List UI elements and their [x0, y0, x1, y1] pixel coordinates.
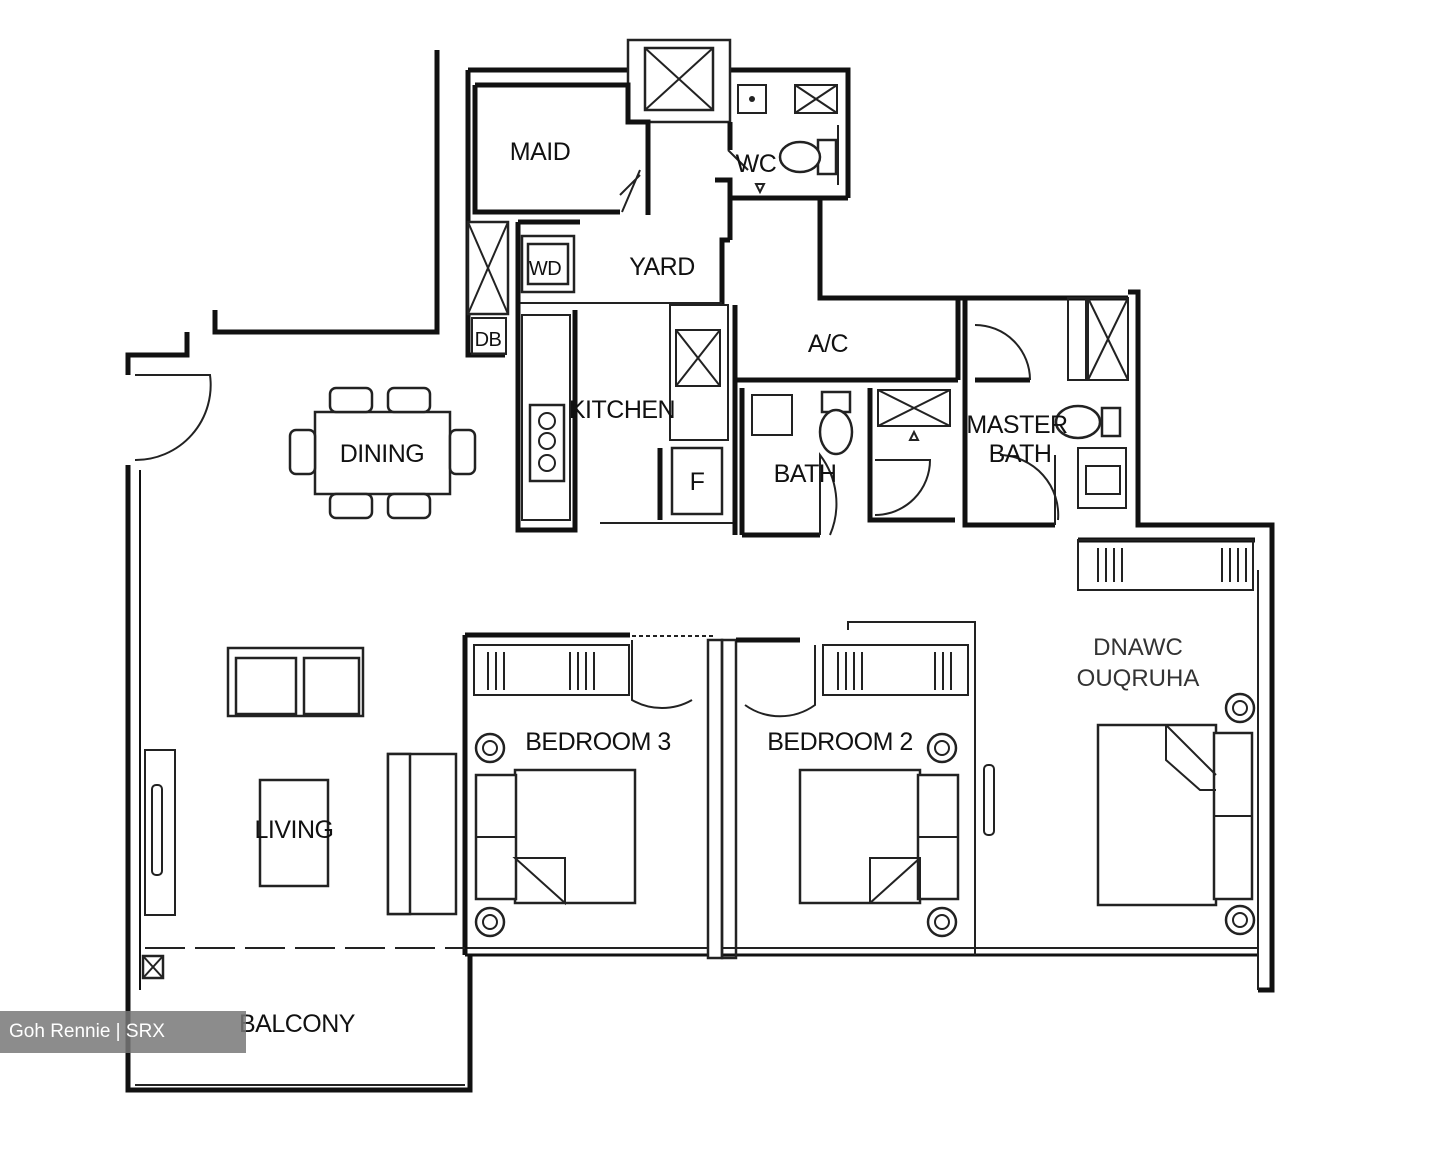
- yard-label: YARD: [629, 253, 695, 281]
- master-bath-label-2: BATH: [989, 440, 1052, 468]
- db-shaft: [466, 220, 510, 355]
- bedroom-3-label: BEDROOM 3: [525, 728, 671, 756]
- master-bath: [962, 297, 1129, 528]
- bedroom-2: [736, 637, 995, 938]
- living-area: [141, 646, 465, 980]
- master-bedroom-label-2: OUQRUHA: [1077, 665, 1200, 692]
- master-bath-label-1: MASTER: [966, 411, 1067, 439]
- wc-room: [715, 84, 848, 201]
- kitchen-label: KITCHEN: [569, 396, 675, 424]
- entrance-door: [134, 374, 212, 462]
- kitchen-area: [515, 304, 738, 535]
- exterior-walls: [125, 50, 1275, 1093]
- fridge-label: F: [690, 468, 705, 496]
- master-bedroom: [847, 537, 1259, 990]
- balcony-label: BALCONY: [239, 1010, 356, 1038]
- bath-label: BATH: [774, 460, 837, 488]
- living-label: LIVING: [255, 816, 334, 844]
- ac-ledge: [735, 298, 961, 383]
- shaft: [626, 38, 732, 124]
- dining-area: [288, 386, 477, 520]
- db-label: DB: [475, 329, 502, 351]
- bedroom-2-label: BEDROOM 2: [767, 728, 913, 756]
- maid-label: MAID: [510, 138, 571, 166]
- ac-label: A/C: [808, 330, 849, 358]
- bedroom-3: [462, 632, 715, 955]
- washer-dryer-label: WD: [529, 258, 561, 280]
- yard-area: [515, 198, 733, 305]
- watermark: Goh Rennie | SRX PROPERTY: [0, 1011, 246, 1084]
- dining-label: DINING: [340, 440, 425, 468]
- common-bath: [739, 388, 955, 538]
- maid-room: [472, 82, 651, 215]
- party-wall: [706, 638, 738, 960]
- master-bedroom-label-1: DNAWC: [1093, 634, 1183, 661]
- wc-label: WC: [736, 150, 777, 178]
